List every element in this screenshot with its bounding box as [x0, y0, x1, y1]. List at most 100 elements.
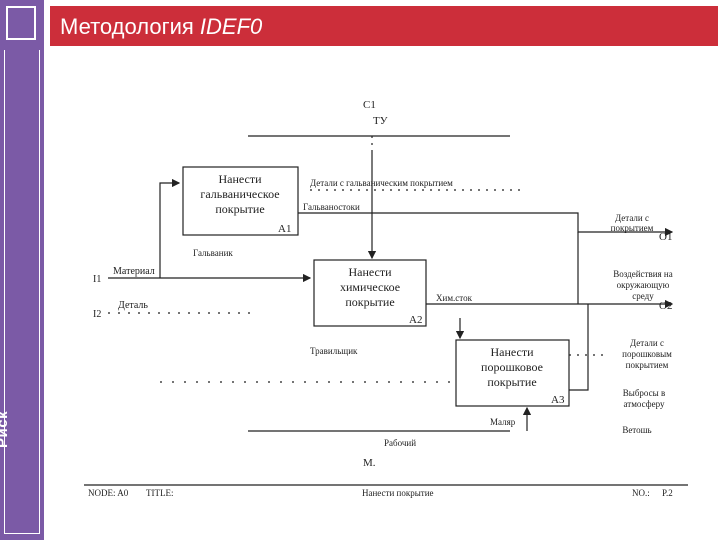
- svg-text:Ветошь: Ветошь: [622, 425, 651, 435]
- svg-text:покрытием: покрытием: [626, 360, 669, 370]
- box-a1-line-1: Нанести: [218, 172, 262, 186]
- svg-text:I2: I2: [93, 309, 101, 320]
- box-a3: [455, 339, 570, 407]
- label-galv-stock: Гальваностоки: [303, 202, 360, 212]
- svg-text:Травильщик: Травильщик: [310, 346, 358, 356]
- svg-text:A2: A2: [409, 314, 422, 326]
- svg-text:Детали с: Детали с: [630, 338, 664, 348]
- footer-page: P.2: [662, 488, 673, 498]
- box-a2-line-2: химическое: [340, 280, 400, 294]
- output-o1-code: O1: [659, 231, 672, 243]
- output-o1-line-2: покрытием: [611, 223, 654, 233]
- svg-text:M.: M.: [363, 457, 376, 469]
- svg-text:Маляр: Маляр: [490, 417, 516, 427]
- footer-no: NO.:: [632, 488, 650, 498]
- sidebar: Риск: [0, 0, 44, 540]
- box-a3-number: A3: [551, 394, 565, 406]
- svg-text:Выбросы в: Выбросы в: [623, 388, 665, 398]
- output-emission-line-2: атмосферу: [624, 399, 665, 409]
- svg-text:Гальваностоки: Гальваностоки: [303, 202, 360, 212]
- svg-text:Воздействия на: Воздействия на: [613, 269, 672, 279]
- svg-text:Детали с гальваническим покрыт: Детали с гальваническим покрытием: [310, 178, 453, 188]
- svg-text:Рабочий: Рабочий: [384, 438, 416, 448]
- sidebar-frame: [4, 50, 40, 534]
- svg-text:Нанести: Нанести: [490, 345, 534, 359]
- svg-text:I1: I1: [93, 274, 101, 285]
- svg-text:среду: среду: [632, 291, 654, 301]
- svg-text:Гальваник: Гальваник: [193, 248, 233, 258]
- box-a3-line-3: покрытие: [487, 375, 536, 389]
- input-i1-branch: [159, 178, 181, 278]
- svg-text:Нанести: Нанести: [348, 265, 392, 279]
- box-a2: [313, 259, 427, 327]
- control-label: C1: [363, 99, 376, 111]
- page-title: Методология IDEF0: [60, 14, 262, 40]
- a1-output-stock: [298, 212, 674, 237]
- svg-text:атмосферу: атмосферу: [624, 399, 665, 409]
- output-rags-line-1: Ветошь: [622, 425, 651, 435]
- box-a1-number: A1: [278, 223, 291, 235]
- box-a3-line-1: Нанести: [490, 345, 534, 359]
- label-galv-detail: Детали с гальваническим покрытием: [310, 178, 453, 188]
- output-o2-line-2: окружающую: [617, 280, 670, 290]
- output-powder-line-3: покрытием: [626, 360, 669, 370]
- svg-text:Детали с: Детали с: [615, 213, 649, 223]
- svg-text:покрытие: покрытие: [487, 375, 536, 389]
- svg-text:P.2: P.2: [662, 488, 673, 498]
- svg-text:NODE: A0: NODE: A0: [88, 488, 129, 498]
- box-a3-line-2: порошковое: [481, 360, 543, 374]
- input-i2-code: I2: [93, 309, 101, 320]
- svg-text:Нанести покрытие: Нанести покрытие: [362, 488, 434, 498]
- output-powder-line-1: Детали с: [630, 338, 664, 348]
- svg-text:A1: A1: [278, 223, 291, 235]
- output-powder-line-2: порошковым: [622, 349, 672, 359]
- svg-text:TITLE:: TITLE:: [146, 488, 174, 498]
- svg-text:порошковое: порошковое: [481, 360, 543, 374]
- svg-text:порошковым: порошковым: [622, 349, 672, 359]
- svg-text:A3: A3: [551, 394, 565, 406]
- input-i2-label: Деталь: [118, 300, 148, 311]
- box-a2-line-1: Нанести: [348, 265, 392, 279]
- input-i1-label: Материал: [113, 266, 155, 277]
- svg-text:окружающую: окружающую: [617, 280, 670, 290]
- footer-node: NODE: A0: [88, 488, 129, 498]
- svg-text:покрытие: покрытие: [215, 202, 264, 216]
- title-italic: IDEF0: [199, 14, 263, 39]
- output-o1-line-1: Детали с: [615, 213, 649, 223]
- sidebar-frame-top: [6, 6, 36, 40]
- svg-text:гальваническое: гальваническое: [200, 187, 279, 201]
- control-name: ТУ: [373, 115, 388, 127]
- svg-text:химическое: химическое: [340, 280, 400, 294]
- output-o2-line-3: среду: [632, 291, 654, 301]
- input-i1-code: I1: [93, 274, 101, 285]
- svg-text:ТУ: ТУ: [373, 115, 388, 127]
- svg-text:NO.:: NO.:: [632, 488, 650, 498]
- svg-text:Деталь: Деталь: [118, 300, 148, 311]
- box-a1-line-3: покрытие: [215, 202, 264, 216]
- footer-title-value: Нанести покрытие: [362, 488, 434, 498]
- a3-o2-link: [569, 304, 589, 391]
- output-emission-line-1: Выбросы в: [623, 388, 665, 398]
- output-o2-code: O2: [659, 300, 672, 312]
- box-a1-line-2: гальваническое: [200, 187, 279, 201]
- label-chem-stock: Хим.сток: [436, 293, 473, 303]
- footer-title: TITLE:: [146, 488, 174, 498]
- svg-text:покрытием: покрытием: [611, 223, 654, 233]
- label-malyar: Маляр: [490, 417, 516, 427]
- svg-text:Хим.сток: Хим.сток: [436, 293, 473, 303]
- title-main: Методология: [60, 14, 200, 39]
- box-a2-line-3: покрытие: [345, 295, 394, 309]
- label-galvanik: Гальваник: [193, 248, 233, 258]
- box-a2-number: A2: [409, 314, 422, 326]
- svg-text:Нанести: Нанести: [218, 172, 262, 186]
- label-worker: Рабочий: [384, 438, 416, 448]
- svg-text:Материал: Материал: [113, 266, 155, 277]
- label-travilshik: Травильщик: [310, 346, 358, 356]
- mechanism-label: M.: [363, 457, 376, 469]
- svg-text:O2: O2: [659, 300, 672, 312]
- svg-text:C1: C1: [363, 99, 376, 111]
- box-a1: [182, 166, 299, 236]
- svg-text:O1: O1: [659, 231, 672, 243]
- output-o2-line-1: Воздействия на: [613, 269, 672, 279]
